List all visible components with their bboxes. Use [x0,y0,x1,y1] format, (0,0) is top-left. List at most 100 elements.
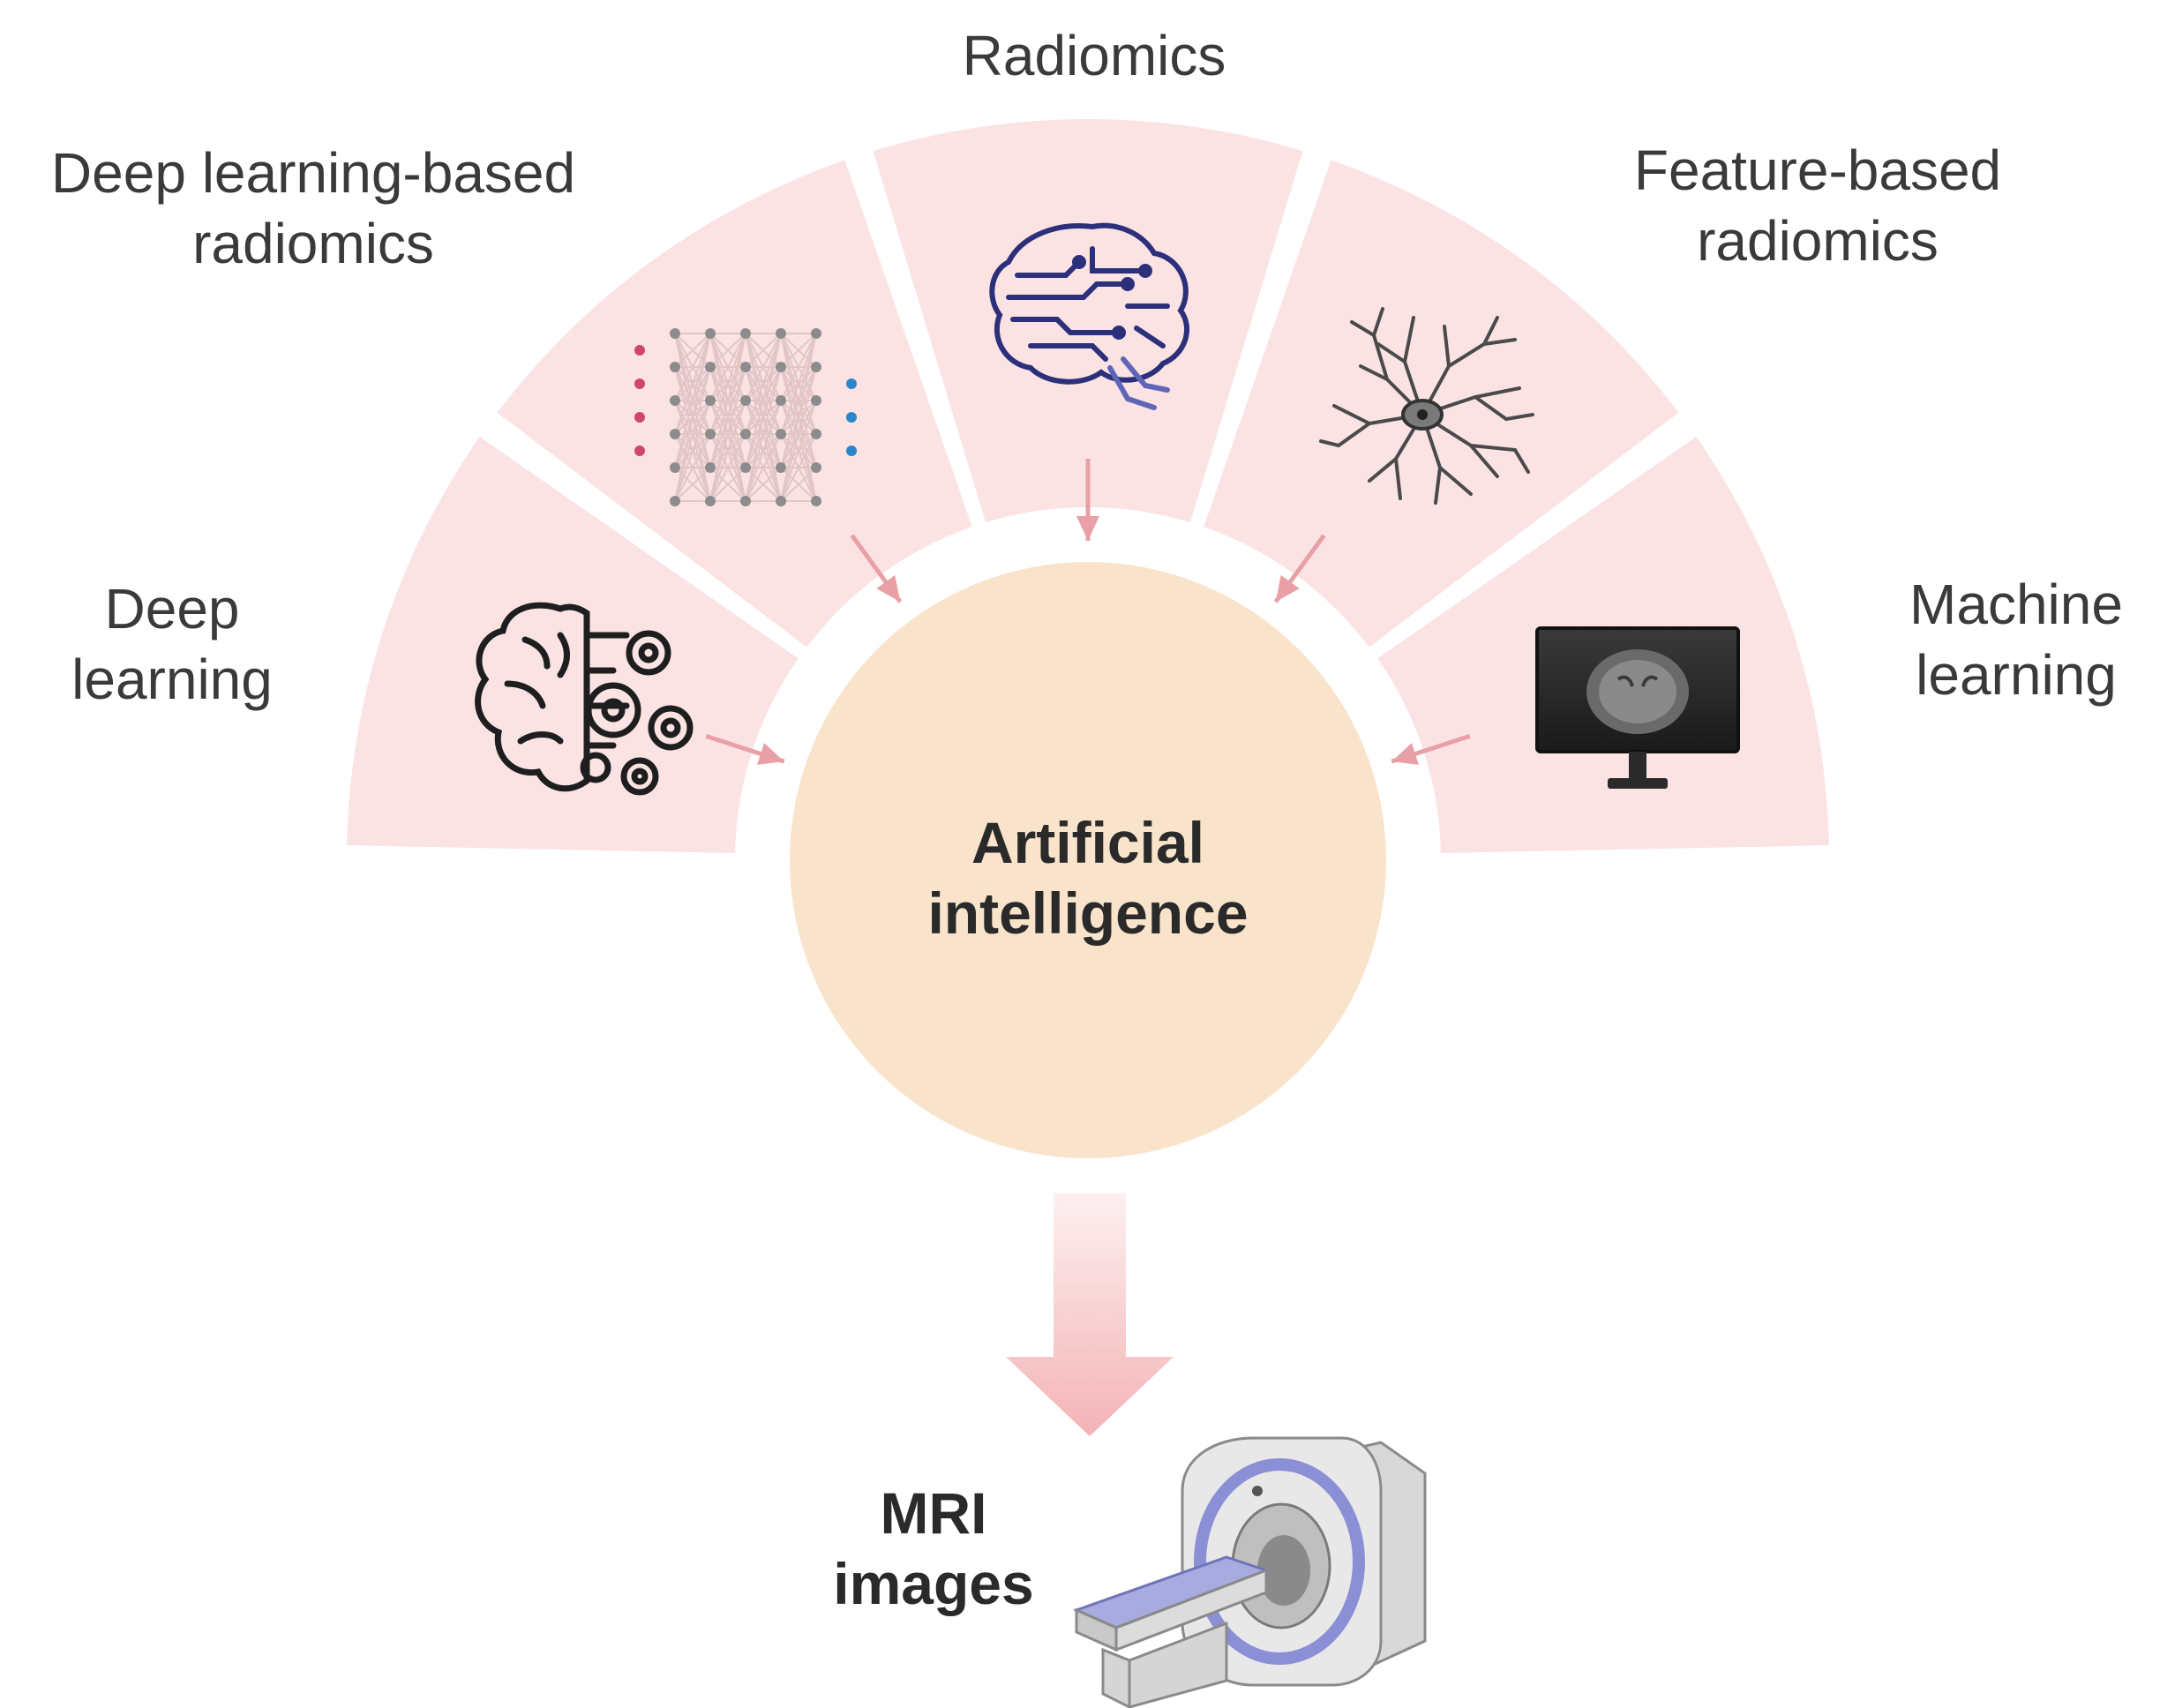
neural-network-icon [634,328,857,506]
center-label-line1: Artificial [971,810,1204,875]
nn-input-node [634,412,645,423]
nn-connection [709,333,746,368]
label-dl-radiomics-1: Deep learning-based [51,141,575,205]
label-feature-radiomics-2: radiomics [1697,209,1939,273]
nn-node [776,362,786,372]
nn-input-node [634,378,645,389]
nn-input-node [634,345,645,356]
center-circle [790,562,1386,1158]
nn-connection [709,333,746,502]
nn-connection [709,366,746,502]
nn-output-node [846,446,857,456]
nn-connection [674,333,711,401]
nn-node [740,395,751,406]
label-radiomics: Radiomics [963,24,1226,87]
nn-node [670,429,680,439]
nn-connection [745,333,782,435]
nn-node [670,496,680,506]
nn-connection [780,400,817,502]
arrow-head [1391,743,1419,765]
nn-node [670,328,680,339]
nn-node [705,496,716,506]
nn-output-node [846,412,857,423]
nn-node [705,462,716,473]
nn-connection [780,333,817,468]
nn-node [705,362,716,372]
nn-node [705,429,716,439]
arrow-head [1275,574,1300,603]
nn-node [705,395,716,406]
label-machine-learning-2: learning [1916,643,2117,707]
nn-connection [674,333,711,435]
nn-connection [709,400,746,502]
nn-node [670,462,680,473]
nn-connection [674,333,711,368]
nn-connection [674,400,711,502]
nn-connection [709,433,746,502]
nn-node [811,462,821,473]
nn-node [740,429,751,439]
nn-node [740,496,751,506]
nn-connection [745,333,782,468]
arrow-head [876,574,901,603]
nn-connection [780,366,817,502]
nn-connection [745,333,782,502]
nn-node [811,328,821,339]
nn-output-node [846,378,857,389]
nn-node [811,395,821,406]
nn-node [670,395,680,406]
nn-node [776,496,786,506]
nn-node [670,362,680,372]
nn-node [811,362,821,372]
nn-node [776,328,786,339]
input-arrows [705,459,1471,765]
arrow-head [757,743,784,765]
nn-node [776,429,786,439]
neuron-icon [1319,307,1534,505]
nn-node [740,462,751,473]
nn-node [776,395,786,406]
nn-connection [780,433,817,502]
nn-connection [674,467,711,502]
nn-connection [745,433,782,502]
nn-connection [709,467,746,502]
nn-node [740,362,751,372]
label-deep-learning-1: Deep [105,577,240,640]
mri-label-line1: MRI [881,1480,987,1546]
nn-connection [674,333,711,502]
nn-connection [745,366,782,502]
nn-connection [709,333,746,435]
label-deep-learning-2: learning [71,648,273,711]
nn-connection [745,400,782,502]
label-dl-radiomics-2: radiomics [192,212,434,275]
nn-connection [780,467,817,502]
monitor-brain-scan-icon [1535,626,1740,789]
label-feature-radiomics-1: Feature-based [1634,139,2001,202]
nn-node [705,328,716,339]
nn-connection [674,333,711,468]
nn-connection [674,433,711,502]
nn-connection [745,467,782,502]
nn-node [776,462,786,473]
nn-connection [745,333,782,368]
nn-connection [780,333,817,401]
arrow-head [1076,516,1099,541]
nn-connection [745,333,782,401]
segment-feature-based-radiomics [1204,160,1679,648]
nn-node [740,328,751,339]
segment-radiomics [873,118,1303,523]
nn-connection [780,333,817,368]
segment-deep-learning [347,436,799,853]
brain-gears-icon [475,602,694,796]
nn-node [811,496,821,506]
mri-scanner-icon [1072,1436,1427,1708]
nn-connection [709,333,746,401]
output-arrow [1006,1193,1174,1436]
mri-label-line2: images [833,1551,1033,1616]
circuit-brain-icon [989,222,1190,410]
label-machine-learning-1: Machine [1909,573,2123,636]
nn-connection [674,366,711,502]
nn-connection [780,333,817,502]
nn-node [811,429,821,439]
